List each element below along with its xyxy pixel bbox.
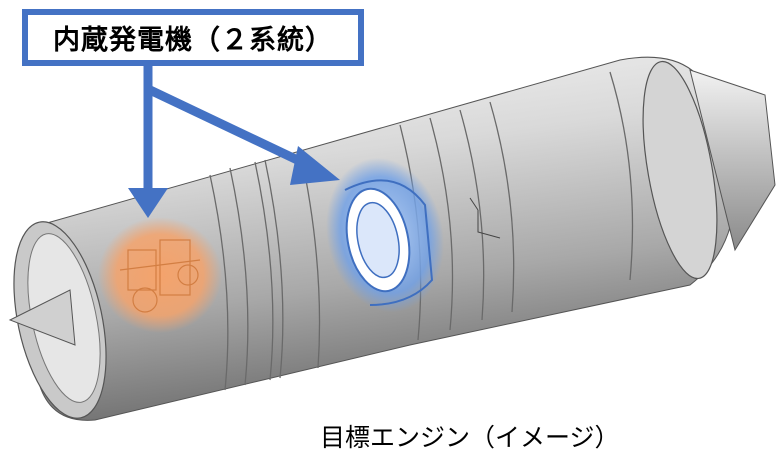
- generator-callout-box: 内蔵発電機（２系統）: [22, 9, 364, 66]
- figure-caption: 目標エンジン（イメージ）: [320, 423, 620, 452]
- generator-2-highlight: [325, 157, 445, 313]
- callout-arrow-2: [148, 85, 340, 185]
- callout-label: 内蔵発電機（２系統）: [53, 25, 333, 56]
- callout-arrow-1: [128, 66, 168, 218]
- generator-1-highlight: [98, 217, 222, 333]
